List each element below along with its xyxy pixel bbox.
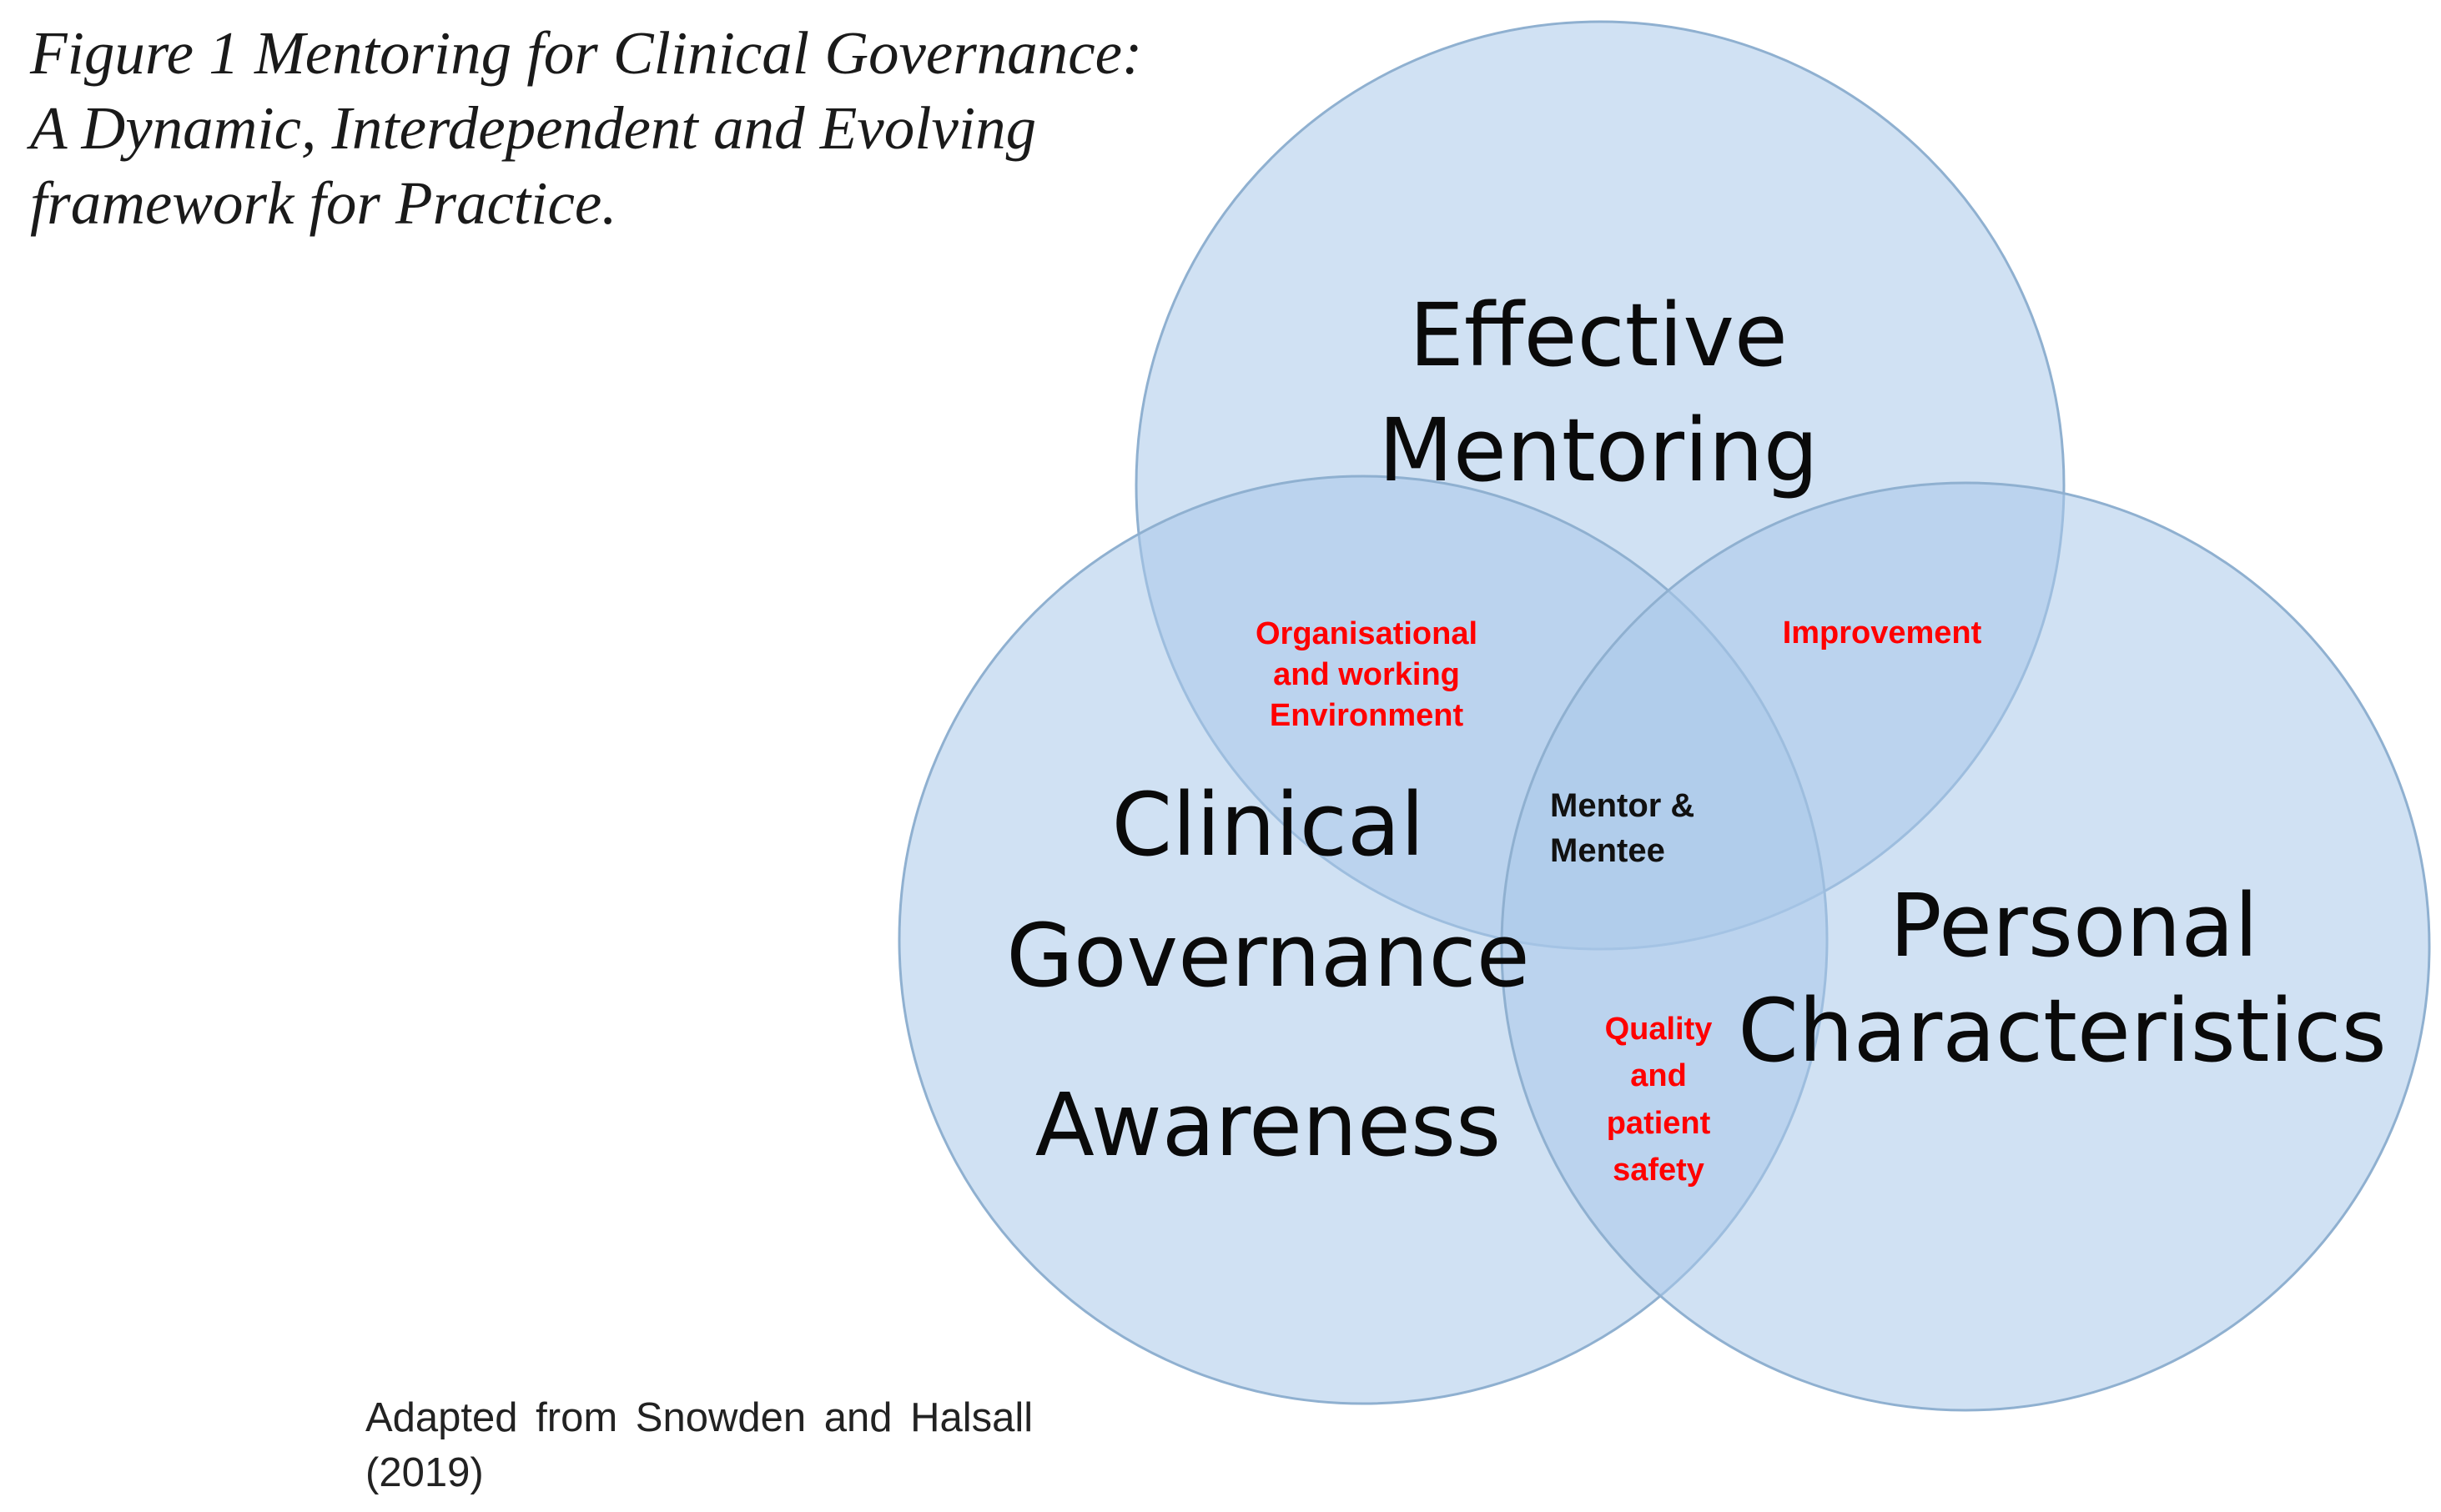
venn-circles xyxy=(898,20,2431,1412)
source-note: Adapted from Snowden and Halsall (2019) xyxy=(365,1395,1033,1495)
label-personal-characteristics-line-1: Personal xyxy=(1890,875,2258,977)
label-personal-characteristics-line-2: Characteristics xyxy=(1738,980,2387,1082)
label-clinical-governance-line-1: Clinical xyxy=(1111,774,1424,876)
source-note-line-2: (2019) xyxy=(365,1450,484,1495)
overlap-improvement-line-1: Improvement xyxy=(1783,615,1982,651)
label-effective-mentoring: Effective Mentoring xyxy=(1378,284,1819,501)
label-clinical-governance-line-2: Governance xyxy=(1006,905,1529,1007)
overlap-label-mentor-mentee: Mentor & Mentee xyxy=(1550,787,1694,869)
overlap-quality-line-2: and xyxy=(1630,1058,1687,1093)
center-mentor-line-2: Mentee xyxy=(1550,832,1665,869)
figure-title: Figure 1 Mentoring for Clinical Governan… xyxy=(27,19,1142,237)
overlap-organisational-line-2: and working xyxy=(1273,657,1460,692)
label-personal-characteristics: Personal Characteristics xyxy=(1738,875,2387,1082)
figure-title-line-2: A Dynamic, Interdependent and Evolving xyxy=(27,94,1036,162)
label-clinical-governance-line-3: Awareness xyxy=(1035,1074,1501,1176)
overlap-organisational-line-1: Organisational xyxy=(1256,616,1477,651)
figure-title-line-3: framework for Practice. xyxy=(30,169,617,237)
circle-personal-characteristics xyxy=(1500,481,2431,1412)
label-effective-mentoring-line-2: Mentoring xyxy=(1378,399,1819,501)
overlap-organisational-line-3: Environment xyxy=(1270,698,1464,733)
label-clinical-governance-awareness: Clinical Governance Awareness xyxy=(1006,774,1529,1176)
overlap-quality-line-4: safety xyxy=(1613,1153,1704,1188)
overlap-label-organisational-environment: Organisational and working Environment xyxy=(1256,616,1477,733)
source-note-line-1: Adapted from Snowden and Halsall xyxy=(365,1395,1033,1440)
center-mentor-line-1: Mentor & xyxy=(1550,787,1694,824)
figure-title-line-1: Figure 1 Mentoring for Clinical Governan… xyxy=(29,19,1142,87)
overlap-label-quality-patient-safety: Quality and patient safety xyxy=(1605,1012,1713,1188)
overlap-label-improvement: Improvement xyxy=(1783,615,1982,651)
overlap-quality-line-3: patient xyxy=(1607,1106,1711,1141)
label-effective-mentoring-line-1: Effective xyxy=(1409,284,1788,386)
overlap-quality-line-1: Quality xyxy=(1605,1012,1713,1047)
